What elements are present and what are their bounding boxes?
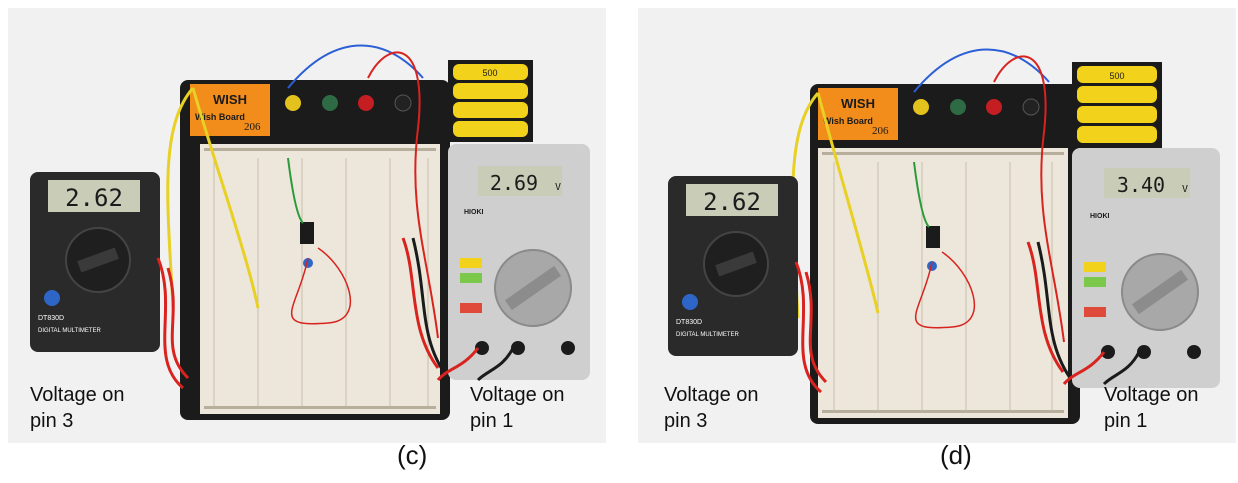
left-meter-reading: 2.62 (703, 188, 761, 216)
left-meter-reading: 2.62 (65, 184, 123, 212)
left-voltage-label: Voltage on pin 3 (664, 384, 759, 432)
board-brand-small: Wish Board (823, 116, 873, 126)
left-meter-type: DIGITAL MULTIMETER (676, 332, 740, 338)
battery-label: 500 (482, 68, 497, 78)
right-meter-unit: V (1182, 184, 1188, 195)
right-meter-brand: HIOKI (464, 209, 484, 216)
terminal-green (950, 99, 966, 115)
left-meter-model: DT830D (38, 315, 64, 322)
breadboard (200, 144, 440, 414)
dial-indicator-left (682, 294, 698, 310)
lcd-right (1104, 168, 1190, 198)
caption-d: (d) (940, 440, 972, 470)
board-brand: WISH (213, 92, 247, 107)
battery-label: 500 (1109, 71, 1124, 81)
dial-indicator-left (44, 290, 60, 306)
left-meter-model: DT830D (676, 319, 702, 326)
breadboard-photo-c: WISH 206 Wish Board (30, 44, 590, 420)
terminal-yellow (285, 95, 301, 111)
terminal-red (986, 99, 1002, 115)
breadboard-photo-d: WISH 206 Wish Board 500 2. (668, 48, 1220, 424)
right-voltage-label: Voltage on pin 1 (1104, 384, 1199, 432)
terminal-red (358, 95, 374, 111)
ic-chip (926, 226, 940, 248)
lcd-left (48, 180, 140, 212)
terminal-black (394, 94, 412, 112)
left-voltage-label: Voltage on pin 3 (30, 384, 125, 432)
lcd-right (478, 166, 562, 196)
right-meter-reading: 3.40 (1117, 173, 1165, 197)
photo-panel-c: WISH 206 Wish Board (8, 8, 606, 443)
right-meter-unit: V (555, 182, 561, 193)
board-number: 206 (872, 125, 889, 137)
board-number: 206 (244, 121, 261, 133)
board-brand-small: Wish Board (195, 112, 245, 122)
terminal-black (1022, 98, 1040, 116)
right-meter-brand: HIOKI (1090, 213, 1110, 220)
terminal-green (322, 95, 338, 111)
photo-panel-d: WISH 206 Wish Board 500 2. (638, 8, 1236, 443)
caption-c: (c) (397, 440, 428, 470)
terminal-yellow (913, 99, 929, 115)
lcd-left (686, 184, 778, 216)
right-meter-reading: 2.69 (490, 171, 538, 195)
left-meter-type: DIGITAL MULTIMETER (38, 328, 102, 334)
breadboard (818, 148, 1068, 418)
wishboard-logo (818, 88, 898, 140)
board-brand: WISH (841, 96, 875, 111)
potentiometer (927, 261, 937, 271)
right-voltage-label: Voltage on pin 1 (470, 384, 565, 432)
ic-chip (300, 222, 314, 244)
